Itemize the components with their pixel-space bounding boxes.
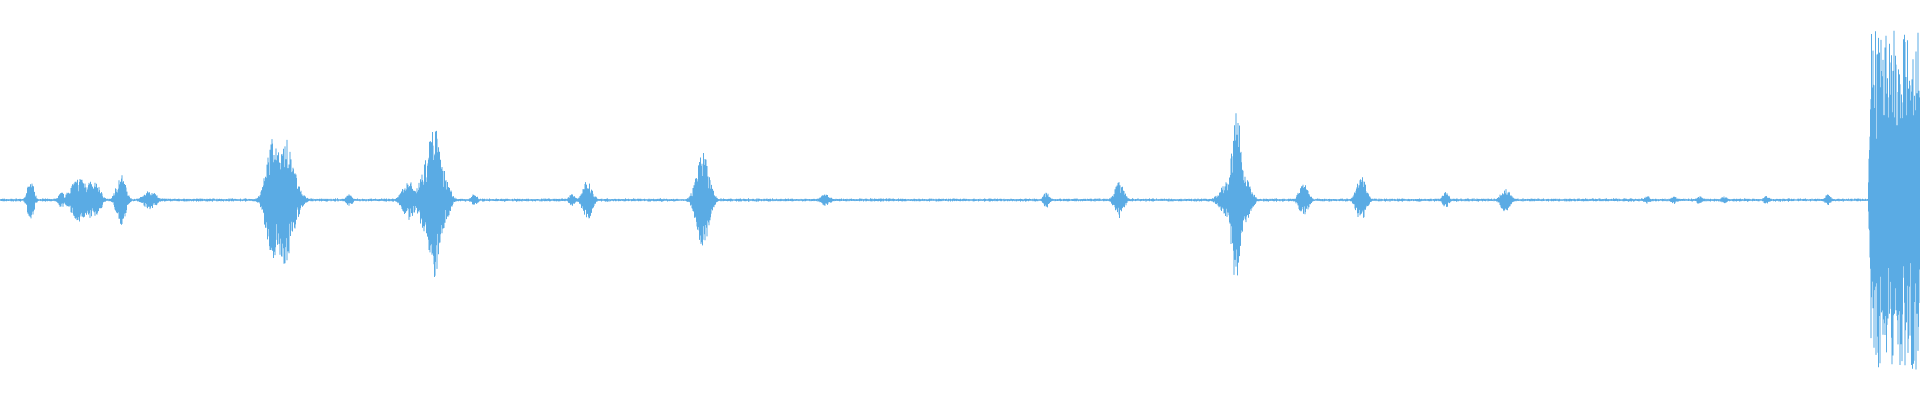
- waveform-signal: [0, 30, 1920, 370]
- waveform-samples: [0, 30, 1920, 370]
